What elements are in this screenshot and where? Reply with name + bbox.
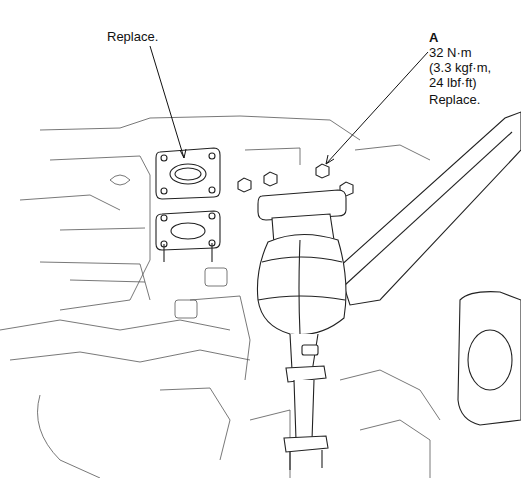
torque-spec: 32 N·m (3.3 kgf·m, 24 lbf·ft) bbox=[429, 45, 493, 90]
replace-note: Replace. bbox=[107, 29, 158, 44]
callout-letter: A bbox=[429, 30, 438, 45]
replace-note: Replace. bbox=[429, 92, 480, 107]
subframe bbox=[338, 112, 521, 425]
leader-lines bbox=[150, 46, 428, 164]
catalytic-converter bbox=[257, 190, 346, 470]
gaskets bbox=[156, 148, 220, 262]
